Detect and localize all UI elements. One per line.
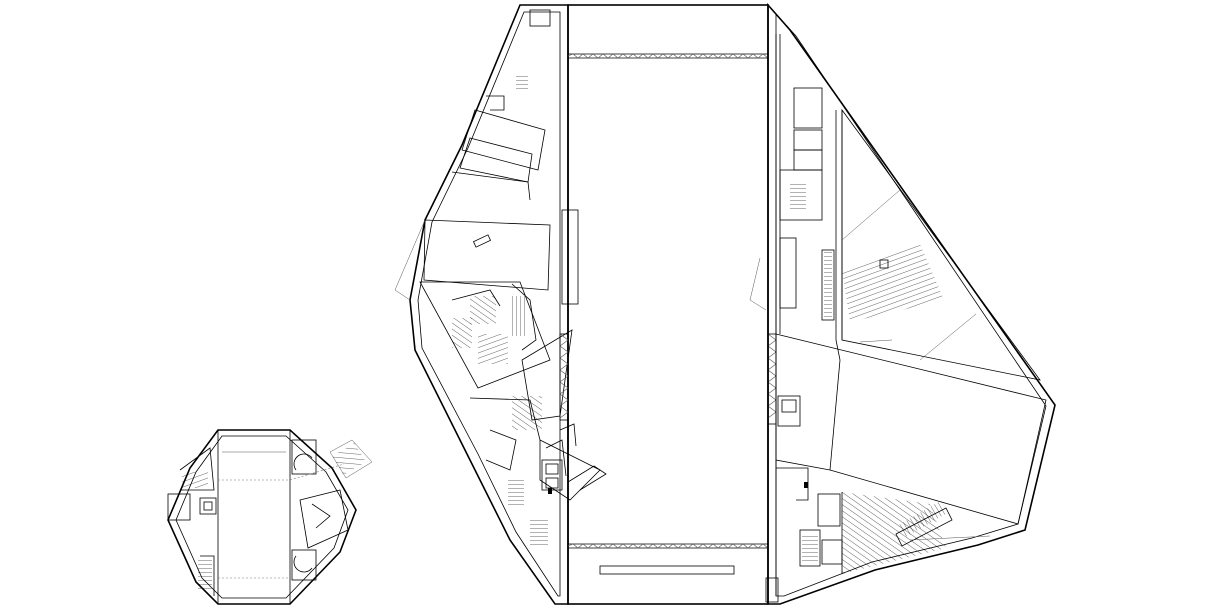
large-building-west-wing bbox=[394, 4, 607, 605]
central-hall bbox=[559, 4, 779, 605]
large-building-east-wing bbox=[749, 2, 1056, 605]
small-octagonal-building bbox=[167, 429, 373, 605]
